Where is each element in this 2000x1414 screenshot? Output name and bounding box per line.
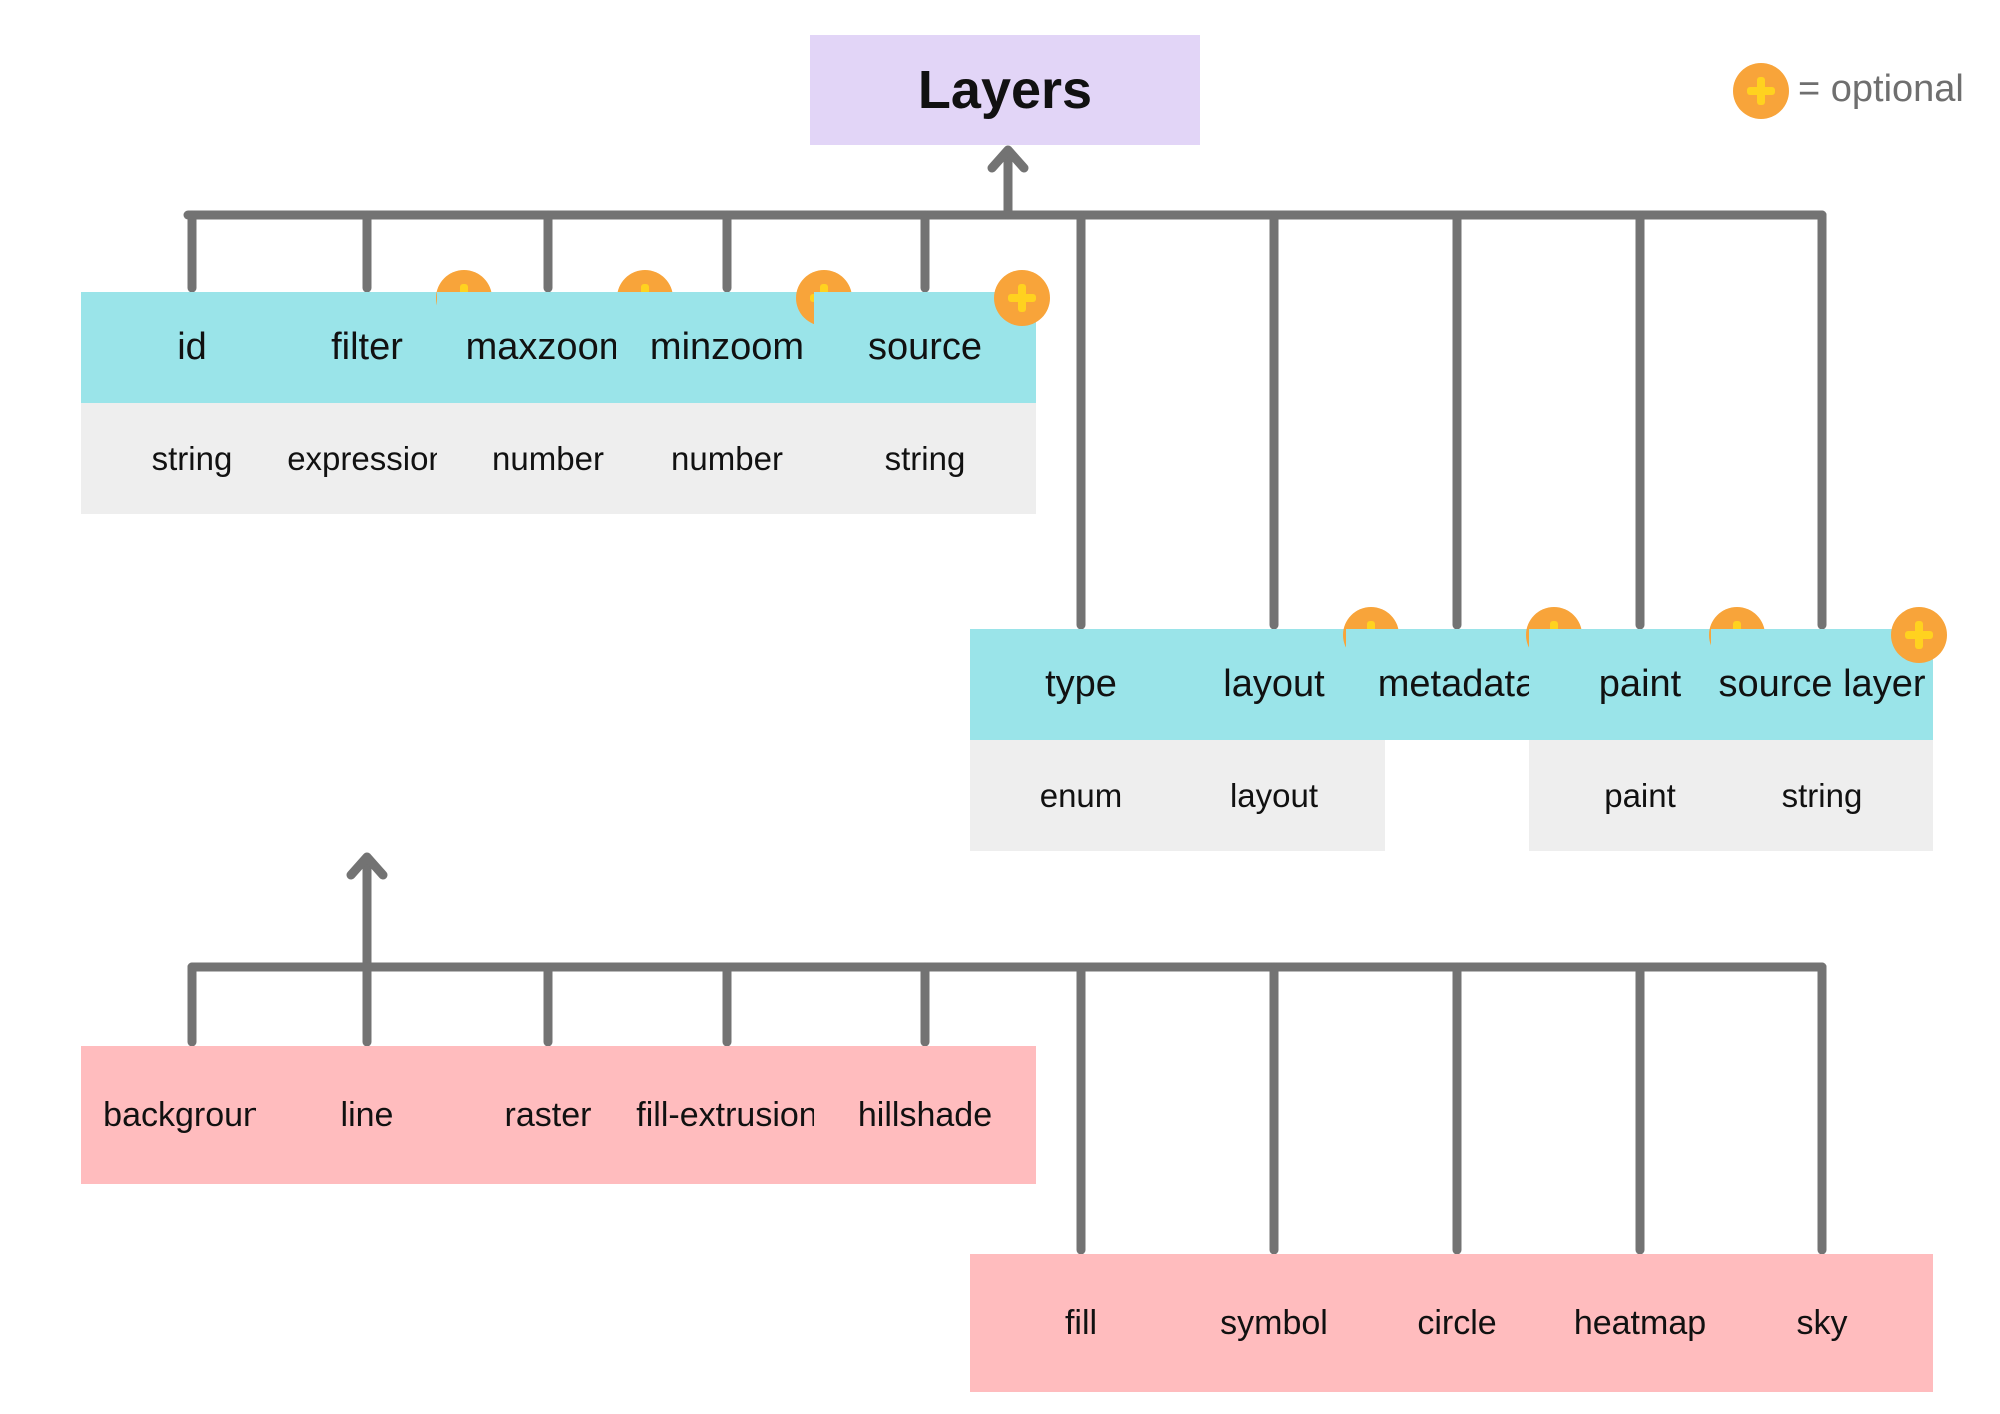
property-type-source-layer: string — [1711, 740, 1933, 851]
type-value-hillshade: hillshade — [814, 1046, 1036, 1184]
enum-arrowhead — [346, 852, 388, 880]
property-type-minzoom: number — [616, 403, 838, 514]
property-type-type: enum — [970, 740, 1192, 851]
type-value-fill: fill — [970, 1254, 1192, 1392]
property-type-layout: layout — [1163, 740, 1385, 851]
type-value-sky: sky — [1711, 1254, 1933, 1392]
property-name-type: type — [970, 629, 1192, 740]
legend-label: = optional — [1798, 68, 1964, 110]
root-node-layers: Layers — [810, 35, 1200, 145]
root-arrowhead — [987, 145, 1029, 173]
optional-legend-icon — [1733, 63, 1789, 119]
optional-badge-icon — [1891, 607, 1947, 663]
type-value-fill-extrusion: fill-extrusion — [616, 1046, 838, 1184]
property-type-source: string — [814, 403, 1036, 514]
optional-badge-icon — [994, 270, 1050, 326]
